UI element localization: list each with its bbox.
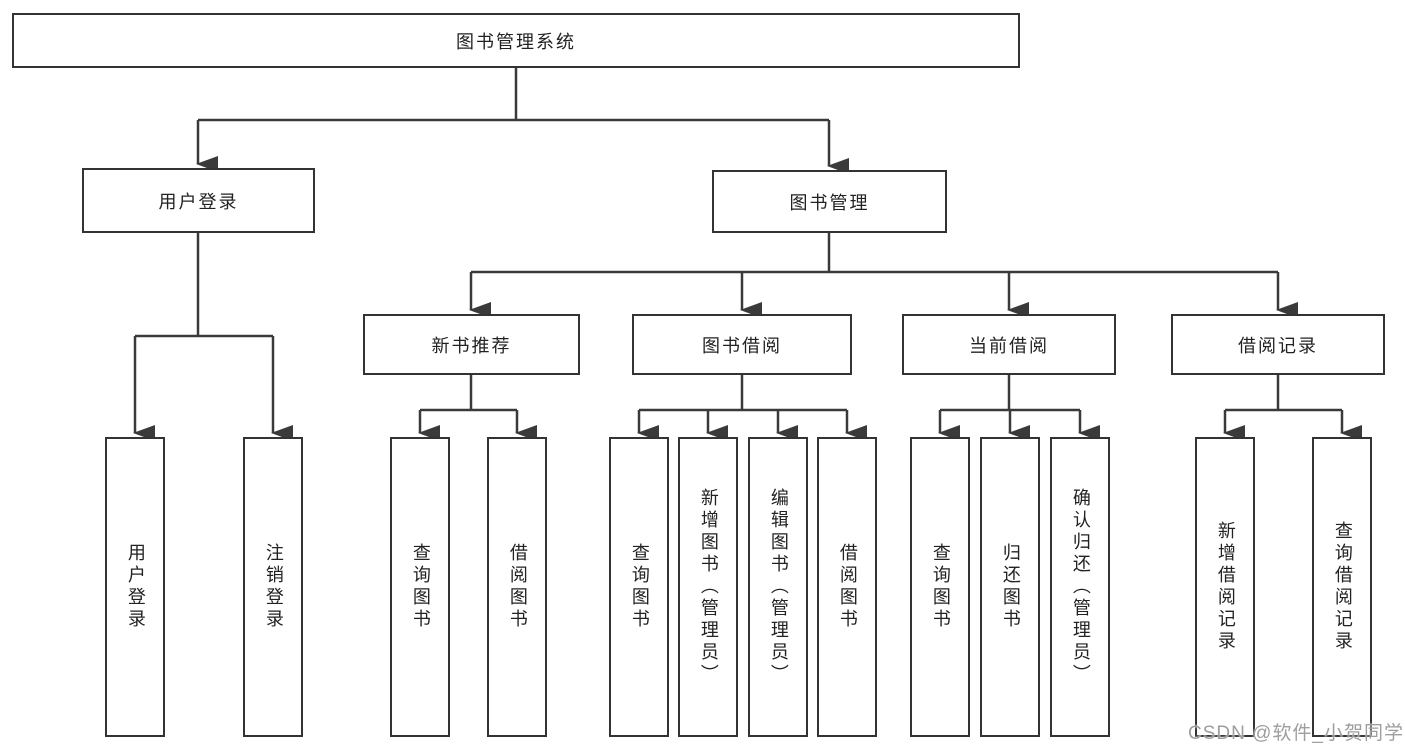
leaf-borrow-query-books: 查询图书 — [609, 437, 669, 737]
leaf-logout: 注销登录 — [243, 437, 303, 737]
leaf-recommend-borrow-books: 借阅图书 — [487, 437, 547, 737]
node-library-management-system: 图书管理系统 — [12, 13, 1020, 68]
node-new-book-recommend: 新书推荐 — [363, 314, 580, 375]
csdn-watermark: CSDN @软件_小贺同学 — [1188, 723, 1404, 744]
leaf-query-borrow-record: 查询借阅记录 — [1312, 437, 1372, 737]
leaf-confirm-return-admin: 确认归还（管理员） — [1050, 437, 1110, 737]
leaf-borrow-books: 借阅图书 — [817, 437, 877, 737]
node-borrow-records: 借阅记录 — [1171, 314, 1385, 375]
node-user-login: 用户登录 — [82, 168, 315, 233]
leaf-return-books: 归还图书 — [980, 437, 1040, 737]
leaf-add-books-admin: 新增图书（管理员） — [678, 437, 738, 737]
leaf-recommend-query-books: 查询图书 — [390, 437, 450, 737]
leaf-add-borrow-record: 新增借阅记录 — [1195, 437, 1255, 737]
leaf-current-query-books: 查询图书 — [910, 437, 970, 737]
node-current-borrow: 当前借阅 — [902, 314, 1116, 375]
leaf-user-login: 用户登录 — [105, 437, 165, 737]
leaf-edit-books-admin: 编辑图书（管理员） — [748, 437, 808, 737]
node-book-borrow: 图书借阅 — [632, 314, 852, 375]
node-book-management: 图书管理 — [712, 170, 947, 233]
